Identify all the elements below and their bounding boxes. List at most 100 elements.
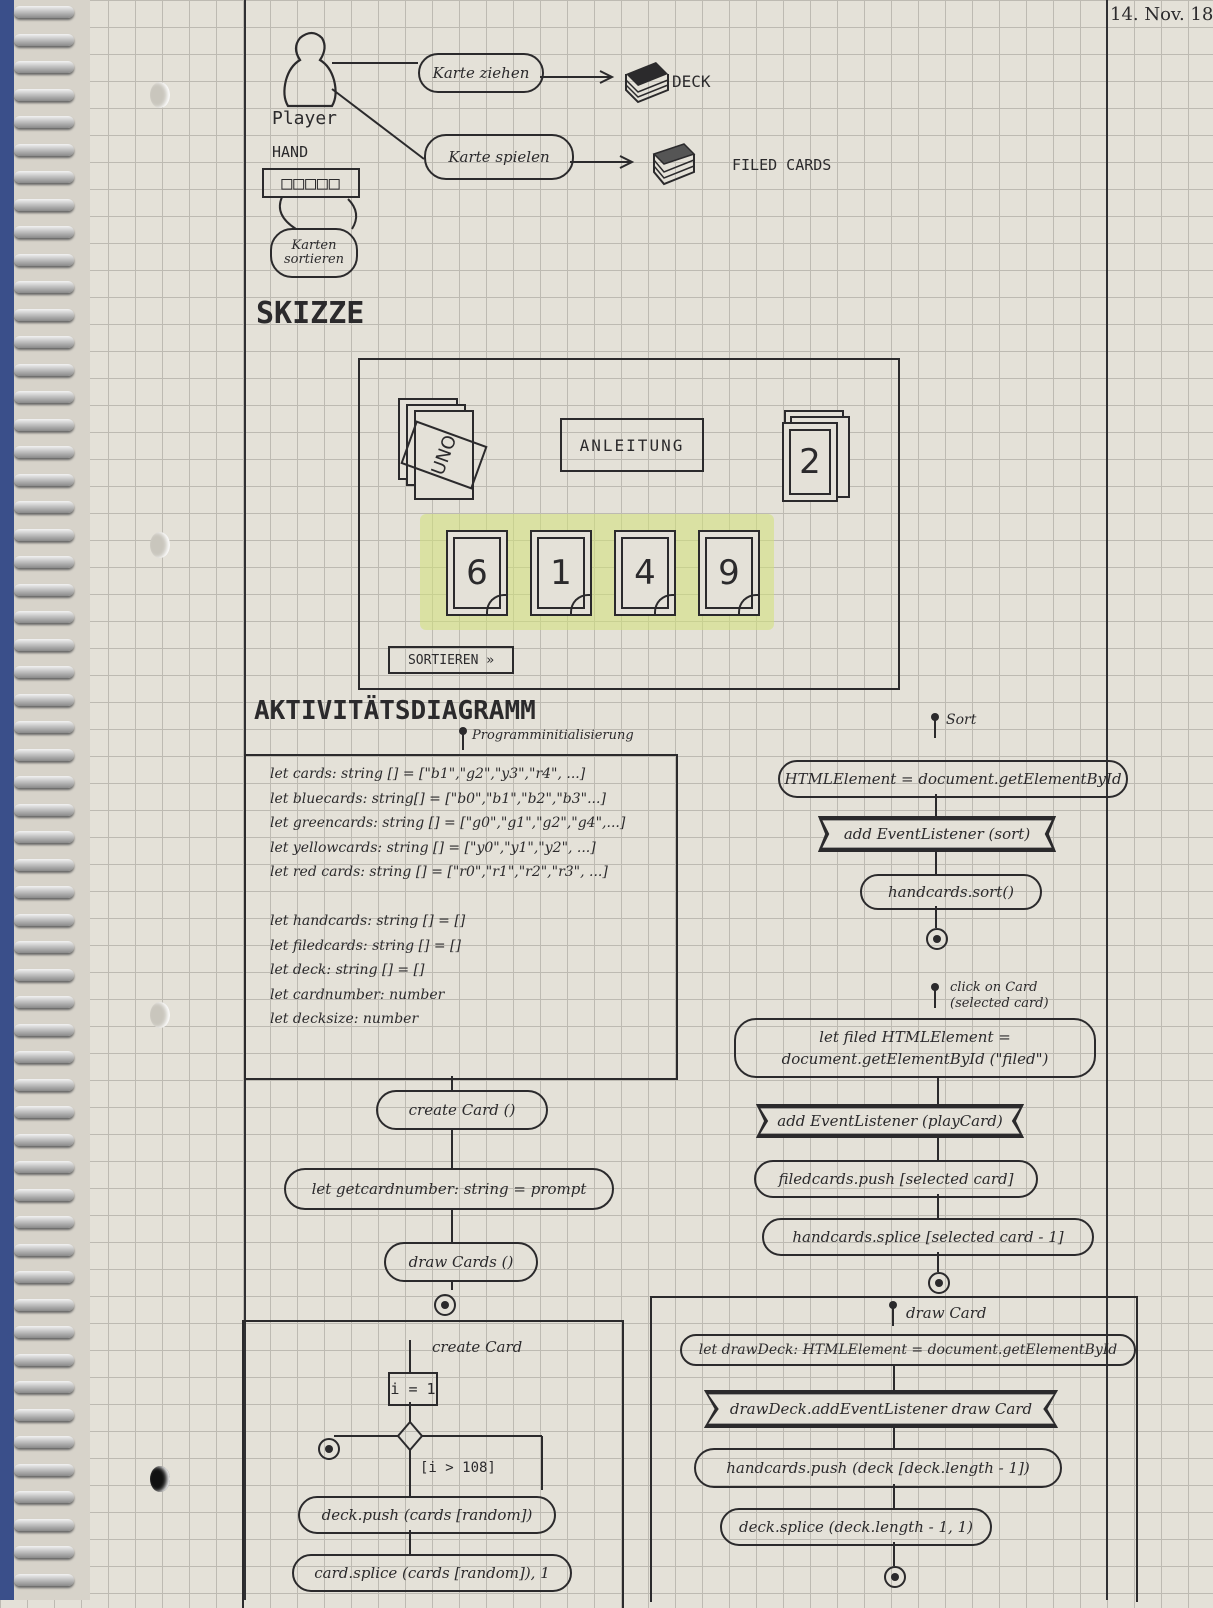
flow-prompt: let getcardnumber: string = prompt	[284, 1168, 614, 1210]
spiral-ring	[14, 253, 74, 266]
spiral-ring	[14, 1491, 74, 1503]
sort-start-arrow	[931, 713, 939, 738]
declaration-line: let red cards: string [] = ["r0","r1","r…	[270, 864, 608, 880]
spiral-ring	[14, 831, 74, 843]
declaration-line: let greencards: string [] = ["g0","g1","…	[270, 815, 626, 831]
hand-card[interactable]: 6	[446, 530, 508, 616]
sort-step-sort: handcards.sort()	[860, 874, 1042, 910]
spiral-ring	[14, 1298, 74, 1311]
spiral-ring	[14, 583, 74, 596]
card-corner	[486, 594, 506, 614]
card-corner	[570, 594, 590, 614]
click-step-splice: handcards.splice [selected card - 1]	[762, 1218, 1094, 1256]
click-start-arrow	[931, 983, 939, 1008]
loop-init: i = 1	[388, 1372, 438, 1406]
declaration-line: let cardnumber: number	[270, 986, 445, 1003]
spiral-ring	[14, 886, 74, 898]
spiral-ring	[14, 6, 74, 18]
draw-connectors	[893, 1364, 895, 1566]
draw-step-listener-text: drawDeck.addEventListener draw Card	[708, 1394, 1054, 1424]
activity-heading: AKTIVITÄTSDIAGRAMM	[254, 696, 536, 726]
draw-step-get-element: let drawDeck: HTMLElement = document.get…	[680, 1334, 1136, 1366]
sort-connectors	[935, 794, 937, 928]
spiral-ring	[14, 281, 74, 293]
punch-hole	[150, 82, 170, 108]
spiral-ring	[14, 308, 74, 321]
loop-step-splice: card.splice (cards [random]), 1	[292, 1554, 572, 1592]
spiral-ring	[14, 1381, 74, 1393]
create-card-frame	[242, 1320, 624, 1608]
spiral-ring	[14, 858, 74, 871]
deck-label: DECK	[672, 72, 711, 91]
draw-card-frame	[650, 1296, 1138, 1602]
spiral-ring	[14, 1518, 74, 1531]
spiral-ring	[14, 611, 74, 623]
declaration-line: let deck: string [] = []	[270, 962, 425, 978]
spiral-ring	[14, 1161, 74, 1173]
main-flow-end	[434, 1294, 456, 1316]
card-corner	[738, 594, 758, 614]
sort-label: Sort	[946, 712, 977, 728]
hand-card[interactable]: 4	[614, 530, 676, 616]
click-connectors	[937, 1078, 939, 1272]
flow-draw-cards: draw Cards ()	[384, 1242, 538, 1282]
create-card-label: create Card	[432, 1338, 523, 1356]
self-loop-arrow	[278, 196, 358, 230]
draw-step-push: handcards.push (deck [deck.length - 1])	[694, 1448, 1062, 1488]
spiral-ring	[14, 1271, 74, 1283]
spiral-ring	[14, 1436, 74, 1448]
spiral-ring	[14, 1078, 74, 1091]
spiral-ring	[14, 61, 74, 73]
spiral-ring	[14, 968, 74, 981]
spiral-ring	[14, 721, 74, 733]
filed-card-pile: 2	[782, 422, 838, 502]
spiral-ring	[14, 1133, 74, 1146]
loop-step-push: deck.push (cards [random])	[298, 1496, 556, 1534]
click-label: click on Card (selected card)	[950, 980, 1049, 1011]
spiral-ring	[14, 996, 74, 1008]
spiral-ring	[14, 1463, 74, 1476]
sort-step-get-element: HTMLElement = document.getElementById	[778, 760, 1128, 798]
draw-start-arrow	[889, 1301, 897, 1326]
spiral-ring	[14, 418, 74, 431]
sort-button[interactable]: SORTIEREN »	[388, 646, 514, 674]
hand-card-value: 1	[537, 537, 585, 609]
hand-card-value: 9	[705, 537, 753, 609]
card-corner	[654, 594, 674, 614]
association-arrows	[331, 62, 635, 169]
spiral-binding	[0, 0, 90, 1600]
spiral-ring	[14, 776, 74, 788]
spiral-ring	[14, 446, 74, 458]
spiral-ring	[14, 1216, 74, 1228]
spiral-ring	[14, 556, 74, 568]
declaration-line: let handcards: string [] = []	[270, 913, 466, 929]
spiral-ring	[14, 748, 74, 761]
spiral-ring	[14, 171, 74, 183]
hand-card-value: 4	[621, 537, 669, 609]
draw-label: draw Card	[906, 1304, 987, 1322]
declaration-line: let cards: string [] = ["b1","g2","y3","…	[270, 766, 586, 782]
filed-cards-icon	[652, 143, 696, 186]
loop-guard: [i > 108]	[420, 1460, 496, 1476]
click-step-listener-text: add EventListener (playCard)	[760, 1108, 1020, 1134]
spiral-ring	[14, 638, 74, 651]
instructions-button[interactable]: ANLEITUNG	[560, 418, 704, 472]
spiral-ring	[14, 501, 74, 513]
click-step-listener: add EventListener (playCard)	[756, 1104, 1024, 1138]
margin-line	[1106, 0, 1108, 1600]
hand-card[interactable]: 1	[530, 530, 592, 616]
spiral-ring	[14, 88, 74, 101]
hand-card[interactable]: 9	[698, 530, 760, 616]
declarations-list: let cards: string [] = ["b1","g2","y3","…	[270, 762, 625, 1032]
spiral-ring	[14, 693, 74, 706]
spiral-ring	[14, 1188, 74, 1201]
draw-step-listener: drawDeck.addEventListener draw Card	[704, 1390, 1058, 1428]
declaration-line: let filedcards: string [] = []	[270, 937, 461, 954]
filed-cards-label: FILED CARDS	[732, 156, 832, 174]
sort-step-listener-text: add EventListener (sort)	[822, 820, 1052, 848]
punch-hole	[150, 1466, 170, 1492]
draw-deck[interactable]: UNO	[400, 410, 488, 500]
spiral-ring	[14, 528, 74, 541]
declaration-line: let bluecards: string[] = ["b0","b1","b2…	[270, 790, 606, 807]
spiral-ring	[14, 363, 74, 376]
